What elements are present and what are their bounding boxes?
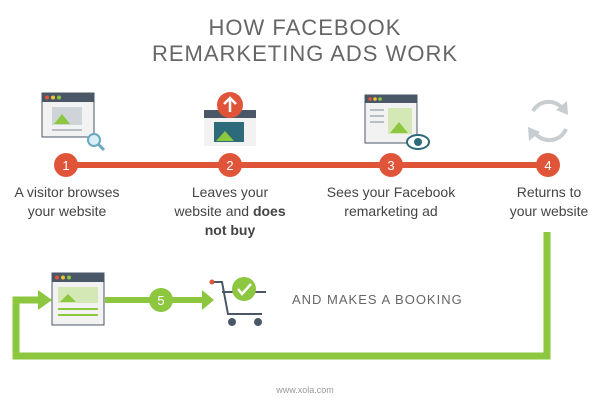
return-path (12, 232, 551, 360)
step-2-caption-plain: website and (174, 203, 253, 219)
step-2-number: 2 (226, 158, 233, 173)
step-1-circle: 1 (54, 153, 78, 177)
footer-url: www.xola.com (276, 385, 334, 395)
step-1-number: 1 (62, 158, 69, 173)
step-2-circle: 2 (218, 153, 242, 177)
eye-icon (406, 134, 430, 150)
step-2-caption-line-1: Leaves your (191, 184, 269, 200)
step-4-number: 4 (544, 158, 551, 173)
booking-text: AND MAKES A BOOKING (292, 292, 463, 307)
title-line-2: REMARKETING ADS WORK (151, 41, 459, 66)
step-3-circle: 3 (379, 153, 403, 177)
step-1-caption-line-1: A visitor browses (14, 184, 120, 200)
step-4-circle: 4 (536, 153, 560, 177)
browser-window-icon (41, 92, 95, 138)
magnifier-icon (87, 133, 106, 152)
step-2-caption: Leaves your website and does not buy (160, 183, 300, 240)
step-5-circle: 5 (149, 288, 173, 312)
step-1-caption: A visitor browses your website (0, 183, 134, 221)
step-3-caption-line-2: remarketing ad (344, 203, 438, 219)
step-3-caption-line-1: Sees your Facebook (326, 184, 456, 200)
checkmark-icon (232, 277, 256, 301)
refresh-arrow-head-2 (528, 127, 540, 141)
step-4-caption-line-2: your website (509, 203, 589, 219)
step-5-number: 5 (157, 293, 164, 308)
step-5-arrow-head (202, 290, 214, 310)
step-4-caption: Returns to your website (496, 183, 602, 221)
refresh-arrow-head-1 (556, 101, 568, 115)
booking-window-icon (51, 272, 105, 326)
cart-dot (209, 279, 215, 285)
refresh-icon (531, 99, 568, 143)
step-2-caption-line-3: not buy (204, 222, 256, 238)
ad-window-icon (364, 94, 418, 144)
exit-arrow-icon (217, 92, 243, 118)
return-arrow-head (38, 290, 52, 310)
step-3-number: 3 (387, 158, 394, 173)
step-2-caption-line-2: website and does (160, 202, 300, 221)
step-3-caption: Sees your Facebook remarketing ad (316, 183, 466, 221)
step-4-caption-line-1: Returns to (516, 184, 582, 200)
step-2-caption-bold: does (252, 203, 286, 219)
step-1-caption-line-2: your website (27, 203, 107, 219)
title-line-1: HOW FACEBOOK (208, 15, 402, 40)
